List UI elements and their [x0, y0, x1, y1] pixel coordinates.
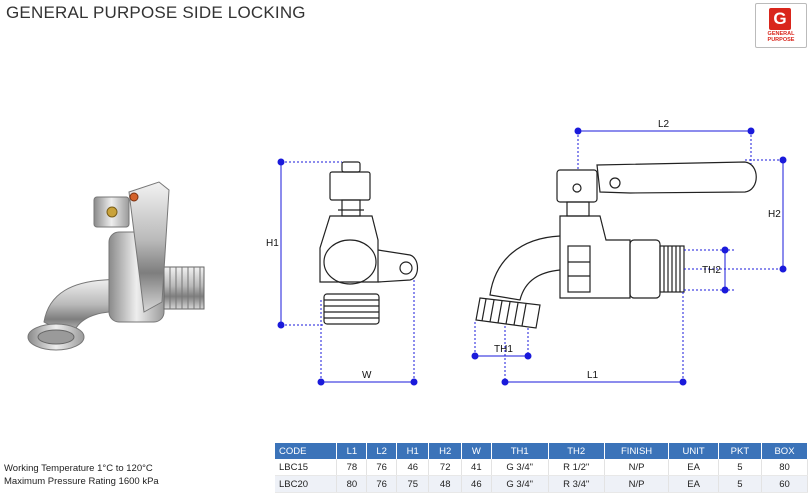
dim-label-th1: TH1 — [494, 344, 513, 355]
table-cell: 46 — [396, 459, 430, 476]
table-cell: EA — [668, 475, 719, 493]
col-header-unit: UNIT — [668, 443, 719, 459]
col-header-l2: L2 — [366, 443, 398, 459]
general-purpose-logo: G GENERAL PURPOSE — [755, 3, 807, 48]
logo-caption-line1: GENERAL — [767, 31, 795, 37]
front-view — [319, 161, 419, 325]
table-cell: 46 — [461, 475, 492, 493]
logo-caption-line2: PURPOSE — [767, 37, 795, 43]
table-cell: N/P — [604, 475, 670, 493]
col-header-h1: H1 — [396, 443, 430, 459]
col-header-code: CODE — [275, 443, 338, 459]
technical-drawing: H1 W L2 H2 TH2 TH1 L1 — [266, 119, 787, 386]
col-header-th1: TH1 — [491, 443, 549, 459]
table-cell: 72 — [428, 459, 462, 476]
col-header-box: BOX — [761, 443, 808, 459]
logo-mark: G — [769, 8, 791, 30]
side-view — [475, 161, 757, 329]
dim-label-w: W — [362, 370, 372, 381]
table-cell: G 3/4" — [491, 475, 549, 493]
table-cell: EA — [668, 459, 719, 476]
table-cell: R 3/4" — [548, 475, 605, 493]
table-cell: 76 — [366, 459, 398, 476]
dim-label-h1: H1 — [266, 238, 279, 249]
dim-label-h2: H2 — [768, 209, 781, 220]
col-header-th2: TH2 — [548, 443, 605, 459]
table-cell: 5 — [718, 475, 763, 493]
working-temperature: Working Temperature 1°C to 120°C — [4, 463, 153, 474]
table-cell: 75 — [396, 475, 430, 493]
col-header-w: W — [461, 443, 492, 459]
col-header-finish: FINISH — [604, 443, 670, 459]
col-header-h2: H2 — [428, 443, 462, 459]
table-row: LBC15 78 76 46 72 41 G 3/4" R 1/2" N/P E… — [275, 459, 808, 476]
table-row: LBC20 80 76 75 48 46 G 3/4" R 3/4" N/P E… — [275, 475, 808, 493]
table-cell: 78 — [336, 459, 368, 476]
table-header-row: CODE L1 L2 H1 H2 W TH1 TH2 FINISH UNIT P… — [275, 443, 808, 459]
table-cell: LBC20 — [275, 475, 338, 493]
table-cell: 80 — [336, 475, 368, 493]
table-cell: 41 — [461, 459, 492, 476]
table-cell: 76 — [366, 475, 398, 493]
table-cell: N/P — [604, 459, 670, 476]
table-cell: 60 — [761, 475, 808, 493]
product-table: CODE L1 L2 H1 H2 W TH1 TH2 FINISH UNIT P… — [275, 443, 808, 493]
dim-label-th2: TH2 — [702, 265, 721, 276]
col-header-l1: L1 — [336, 443, 368, 459]
dimension-lines — [277, 127, 787, 386]
dim-label-l2: L2 — [658, 119, 670, 130]
logo-caption: GENERAL PURPOSE — [756, 31, 806, 43]
dim-label-l1: L1 — [587, 370, 599, 381]
table-cell: R 1/2" — [548, 459, 605, 476]
page-title: GENERAL PURPOSE SIDE LOCKING — [6, 3, 306, 22]
table-cell: G 3/4" — [491, 459, 549, 476]
specifications: Working Temperature 1°C to 120°C Maximum… — [4, 462, 159, 488]
product-photo — [27, 181, 205, 351]
table-cell: LBC15 — [275, 459, 338, 476]
table-cell: 80 — [761, 459, 808, 476]
col-header-pkt: PKT — [718, 443, 763, 459]
table-cell: 5 — [718, 459, 763, 476]
table-cell: 48 — [428, 475, 462, 493]
max-pressure-rating: Maximum Pressure Rating 1600 kPa — [4, 476, 159, 487]
